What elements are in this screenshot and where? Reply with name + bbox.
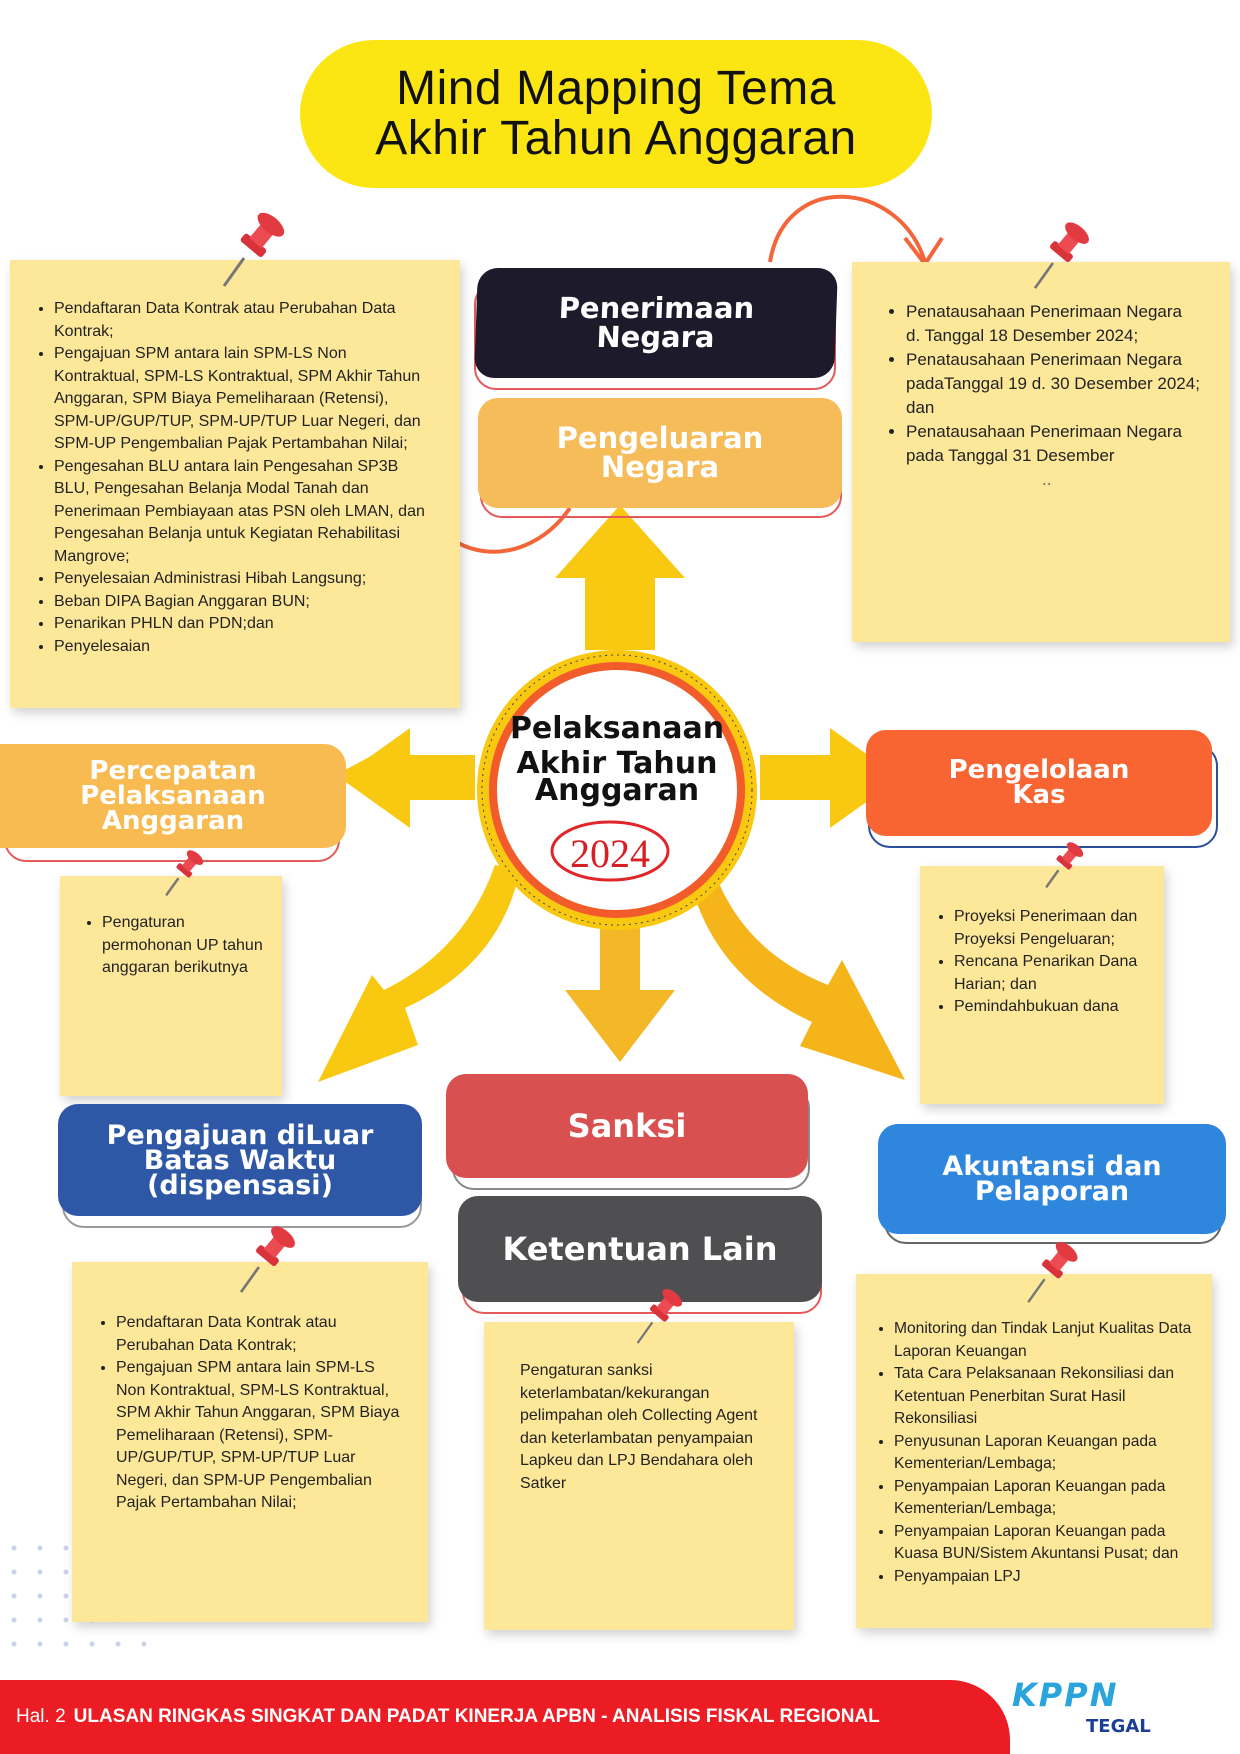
note-pengajuan: Pendaftaran Data Kontrak atau Perubahan … — [72, 1262, 428, 1622]
node-pengajuan: Pengajuan diLuar Batas Waktu (dispensasi… — [58, 1104, 422, 1216]
arrow-down — [565, 905, 675, 1062]
center-line-2: Akhir Tahun — [516, 746, 718, 781]
center-year: 2024 — [570, 831, 650, 876]
node-akuntansi: Akuntansi dan Pelaporan — [878, 1124, 1226, 1234]
kppn-logo: KPPN TEGAL — [1012, 1676, 1172, 1746]
node-percepatan-line-1: Percepatan — [89, 755, 257, 786]
list-item: Pengajuan SPM antara lain SPM-LS Non Kon… — [116, 1357, 408, 1515]
list-item: Penyusunan Laporan Keuangan pada Kemente… — [894, 1431, 1212, 1476]
list-item: Pengaturan permohonan UP tahun anggaran … — [102, 912, 266, 980]
pushpin-icon — [222, 212, 285, 287]
list-item: Penyampaian LPJ — [894, 1566, 1212, 1589]
center-dotted-ring — [481, 654, 753, 926]
list-item: Penyelesaian — [54, 636, 432, 659]
list-item: Pengajuan SPM antara lain SPM-LS Non Kon… — [54, 343, 432, 456]
title-line-2: Akhir Tahun Anggaran — [375, 112, 857, 165]
list-item: Penarikan PHLN dan PDN;dan — [54, 613, 432, 636]
note-pengelolaan: Proyeksi Penerimaan dan Proyeksi Pengelu… — [920, 866, 1164, 1104]
node-sanksi-line-1: Sanksi — [567, 1107, 687, 1145]
note-akuntansi-list: Monitoring dan Tindak Lanjut Kualitas Da… — [870, 1318, 1212, 1588]
node-pengelolaan: Pengelolaan Kas — [866, 730, 1212, 836]
list-item: Tata Cara Pelaksanaan Rekonsiliasi dan K… — [894, 1363, 1212, 1431]
list-item: Penyelesaian Administrasi Hibah Langsung… — [54, 568, 432, 591]
node-percepatan-line-3: Anggaran — [101, 805, 245, 836]
note-pengajuan-list: Pendaftaran Data Kontrak atau Perubahan … — [92, 1312, 408, 1515]
logo-name: KPPN — [1012, 1676, 1119, 1714]
node-penerimaan-line-2: Negara — [595, 320, 716, 354]
center-line-3: Anggaran — [534, 773, 700, 808]
arrow-right — [760, 728, 900, 828]
list-item: Pengesahan BLU antara lain Pengesahan SP… — [54, 456, 432, 569]
logo-city: TEGAL — [1086, 1716, 1151, 1737]
note-penerimaan-dots: .. — [1042, 470, 1052, 489]
pushpin-icon — [636, 1288, 682, 1344]
page-number: Hal. 2 — [16, 1706, 66, 1727]
node-percepatan-line-2: Pelaksanaan — [80, 780, 266, 811]
list-item: Monitoring dan Tindak Lanjut Kualitas Da… — [894, 1318, 1212, 1363]
pushpin-icon — [239, 1226, 295, 1293]
node-akuntansi-line-1: Akuntansi dan — [942, 1151, 1162, 1182]
list-item: Rencana Penarikan Dana Harian; dan — [954, 951, 1152, 996]
node-pengajuan-line-1: Pengajuan diLuar — [106, 1119, 374, 1151]
center-line-1: Pelaksanaan — [509, 711, 725, 746]
note-sanksi: Pengaturan sanksi keterlambatan/kekurang… — [484, 1322, 794, 1630]
node-ketentuan: Ketentuan Lain — [458, 1196, 822, 1302]
node-pengeluaran-line-1: Pengeluaran — [556, 421, 764, 455]
note-pengelolaan-list: Proyeksi Penerimaan dan Proyeksi Pengelu… — [930, 906, 1152, 1019]
center-disc — [497, 670, 737, 910]
node-sanksi: Sanksi — [446, 1074, 808, 1178]
pushpin-icon — [1027, 1242, 1078, 1303]
list-item: Proyeksi Penerimaan dan Proyeksi Pengelu… — [954, 906, 1152, 951]
footer-bar: Hal. 2 ULASAN RINGKAS SINGKAT DAN PADAT … — [0, 1680, 1010, 1754]
node-pengelolaan-line-2: Kas — [1012, 780, 1066, 810]
node-pengajuan-line-3: (dispensasi) — [147, 1169, 333, 1201]
pushpin-icon — [1045, 842, 1084, 889]
list-item: Penatausahaan Penerimaan Negara d. Tangg… — [906, 300, 1200, 348]
note-pengeluaran-list: Pendaftaran Data Kontrak atau Perubahan … — [30, 298, 432, 658]
arrow-down-left — [318, 865, 520, 1082]
list-item: Pemindahbukuan dana — [954, 996, 1152, 1019]
title-line-1: Mind Mapping Tema — [396, 62, 836, 115]
footer-text: ULASAN RINGKAS SINGKAT DAN PADAT KINERJA… — [73, 1706, 880, 1727]
list-item: Pendaftaran Data Kontrak atau Perubahan … — [54, 298, 432, 343]
pushpin-icon — [165, 850, 204, 897]
node-akuntansi-line-2: Pelaporan — [974, 1176, 1130, 1207]
list-item: Pendaftaran Data Kontrak atau Perubahan … — [116, 1312, 408, 1357]
list-item: Penyampaian Laporan Keuangan pada Kement… — [894, 1476, 1212, 1521]
note-sanksi-text: Pengaturan sanksi keterlambatan/kekurang… — [520, 1362, 758, 1492]
year-circle — [550, 820, 670, 882]
list-item: Penatausahaan Penerimaan Negara padaTang… — [906, 348, 1200, 420]
arrow-down-right — [688, 865, 905, 1080]
center-node: Pelaksanaan Akhir Tahun Anggaran — [497, 711, 737, 808]
pushpin-icon — [1033, 222, 1089, 289]
note-pengeluaran: Pendaftaran Data Kontrak atau Perubahan … — [10, 260, 460, 708]
curve-to-penerimaan-note — [768, 194, 927, 263]
node-penerimaan-line-1: Penerimaan — [558, 291, 755, 325]
node-pengeluaran-line-2: Negara — [600, 450, 720, 484]
list-item: Penyampaian Laporan Keuangan pada Kuasa … — [894, 1521, 1212, 1566]
note-akuntansi: Monitoring dan Tindak Lanjut Kualitas Da… — [856, 1274, 1212, 1628]
list-item: Beban DIPA Bagian Anggaran BUN; — [54, 591, 432, 614]
list-item: Penatausahaan Penerimaan Negara pada Tan… — [906, 420, 1200, 468]
node-penerimaan: Penerimaan Negara — [474, 268, 838, 378]
node-pengeluaran: Pengeluaran Negara — [478, 398, 842, 508]
note-percepatan-list: Pengaturan permohonan UP tahun anggaran … — [78, 912, 266, 980]
node-ketentuan-line-1: Ketentuan Lain — [502, 1230, 778, 1268]
page-title: Mind Mapping Tema Akhir Tahun Anggaran — [300, 40, 932, 188]
arrow-up — [555, 505, 685, 650]
note-percepatan: Pengaturan permohonan UP tahun anggaran … — [60, 876, 282, 1096]
node-pengajuan-line-2: Batas Waktu — [143, 1144, 337, 1176]
node-percepatan: Percepatan Pelaksanaan Anggaran — [0, 744, 346, 848]
node-pengelolaan-line-1: Pengelolaan — [948, 755, 1130, 785]
note-penerimaan: Penatausahaan Penerimaan Negara d. Tangg… — [852, 262, 1230, 642]
note-penerimaan-list: Penatausahaan Penerimaan Negara d. Tangg… — [882, 300, 1200, 468]
